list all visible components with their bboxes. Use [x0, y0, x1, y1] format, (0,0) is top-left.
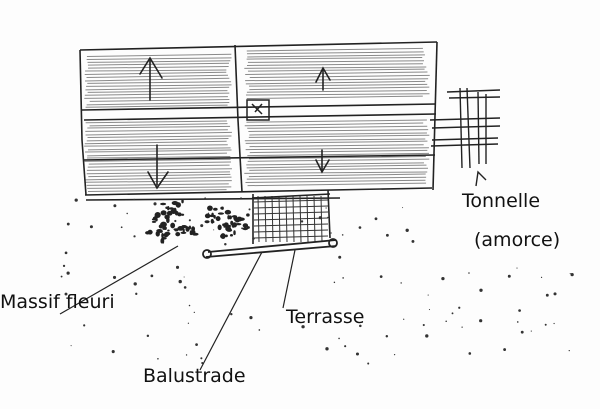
terrace-tiling: [253, 195, 329, 243]
label-balustrade: Balustrade: [143, 365, 246, 387]
roof-hatching-right: [244, 47, 430, 187]
label-terrasse: Terrasse: [286, 306, 365, 328]
roof-slope-arrows: [139, 56, 331, 190]
pergola-start: [429, 87, 501, 187]
chimney-symbol: [246, 99, 270, 121]
label-massif-fleuri: Massif fleuri: [0, 291, 115, 313]
terrace-outline: [251, 189, 331, 244]
label-tonnelle: Tonnelle: [462, 190, 541, 212]
label-amorce: (amorce): [474, 229, 561, 251]
gravel-speckles: [60, 197, 574, 365]
leader-lines: [59, 245, 296, 371]
roof-hatching-left: [84, 53, 232, 192]
balustrade-rail: [202, 238, 338, 259]
flower-bed-scribbles: [145, 198, 250, 244]
